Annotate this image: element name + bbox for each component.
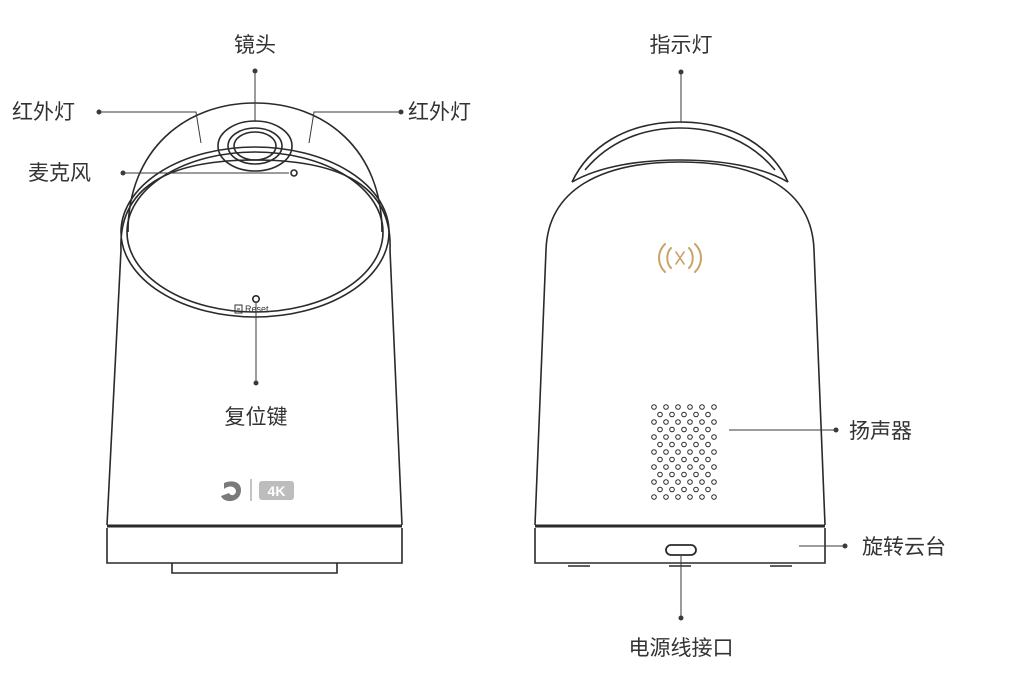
back-camera bbox=[534, 121, 826, 567]
speaker-hole bbox=[699, 404, 705, 410]
speaker-hole bbox=[651, 434, 657, 440]
speaker-hole bbox=[687, 419, 693, 425]
microphone-hole bbox=[290, 169, 298, 177]
speaker-hole bbox=[681, 486, 687, 493]
label-lens: 镜头 bbox=[234, 33, 276, 57]
front-camera: Reset 4K bbox=[106, 102, 403, 574]
speaker-hole bbox=[711, 434, 717, 440]
power-port bbox=[665, 544, 697, 556]
speaker-hole bbox=[693, 441, 699, 448]
speaker-hole bbox=[657, 441, 663, 448]
speaker-hole bbox=[687, 494, 693, 500]
label-microphone: 麦克风 bbox=[28, 161, 91, 185]
speaker-hole bbox=[651, 479, 657, 485]
speaker-hole bbox=[705, 471, 711, 478]
speaker-hole bbox=[699, 479, 705, 485]
speaker-hole bbox=[663, 494, 669, 500]
speaker-hole bbox=[705, 486, 711, 493]
badge-4k: 4K bbox=[259, 481, 294, 500]
speaker-hole bbox=[687, 479, 693, 485]
speaker-hole bbox=[675, 434, 681, 440]
speaker-hole bbox=[651, 449, 657, 455]
nfc-icon bbox=[658, 243, 702, 273]
reset-hole bbox=[252, 294, 261, 303]
speaker-hole bbox=[699, 464, 705, 470]
speaker-hole bbox=[711, 479, 717, 485]
speaker-hole bbox=[693, 426, 699, 433]
speaker-hole bbox=[657, 426, 663, 433]
speaker-hole bbox=[675, 449, 681, 455]
speaker-grille bbox=[651, 404, 717, 500]
front-leaders bbox=[96, 68, 404, 386]
speaker-hole bbox=[675, 464, 681, 470]
speaker-hole bbox=[711, 464, 717, 470]
speaker-hole bbox=[693, 456, 699, 463]
speaker-hole bbox=[669, 441, 675, 448]
speaker-hole bbox=[711, 419, 717, 425]
speaker-hole bbox=[687, 464, 693, 470]
speaker-hole bbox=[687, 449, 693, 455]
back-leaders bbox=[678, 69, 848, 621]
speaker-hole bbox=[663, 449, 669, 455]
speaker-hole bbox=[681, 426, 687, 433]
speaker-hole bbox=[651, 494, 657, 500]
speaker-hole bbox=[705, 441, 711, 448]
speaker-hole bbox=[657, 486, 663, 493]
label-power-port: 电源线接口 bbox=[629, 636, 734, 660]
label-gimbal: 旋转云台 bbox=[862, 535, 946, 559]
speaker-hole bbox=[681, 411, 687, 418]
speaker-hole bbox=[669, 456, 675, 463]
speaker-hole bbox=[687, 434, 693, 440]
reset-text: Reset bbox=[245, 304, 269, 314]
speaker-hole bbox=[699, 434, 705, 440]
speaker-hole bbox=[657, 456, 663, 463]
speaker-hole bbox=[663, 464, 669, 470]
reset-key-icon bbox=[234, 304, 243, 314]
speaker-hole bbox=[669, 426, 675, 433]
speaker-hole bbox=[693, 411, 699, 418]
speaker-hole bbox=[681, 441, 687, 448]
speaker-hole bbox=[711, 449, 717, 455]
speaker-hole bbox=[675, 479, 681, 485]
speaker-hole bbox=[657, 471, 663, 478]
speaker-hole bbox=[651, 419, 657, 425]
speaker-hole bbox=[663, 404, 669, 410]
speaker-hole bbox=[705, 411, 711, 418]
speaker-hole bbox=[699, 419, 705, 425]
speaker-hole bbox=[711, 494, 717, 500]
speaker-hole bbox=[693, 471, 699, 478]
label-speaker: 扬声器 bbox=[849, 419, 912, 443]
speaker-hole bbox=[669, 471, 675, 478]
speaker-hole bbox=[711, 404, 717, 410]
label-ir-right: 红外灯 bbox=[408, 100, 471, 124]
lens bbox=[217, 120, 293, 172]
speaker-hole bbox=[693, 486, 699, 493]
speaker-hole bbox=[675, 404, 681, 410]
label-reset-key: 复位键 bbox=[225, 405, 288, 429]
speaker-hole bbox=[663, 434, 669, 440]
speaker-hole bbox=[651, 464, 657, 470]
speaker-hole bbox=[651, 404, 657, 410]
label-indicator: 指示灯 bbox=[650, 33, 713, 57]
speaker-hole bbox=[663, 479, 669, 485]
speaker-hole bbox=[699, 449, 705, 455]
label-ir-left: 红外灯 bbox=[12, 100, 75, 124]
svg-text:4K: 4K bbox=[268, 483, 286, 499]
speaker-hole bbox=[681, 471, 687, 478]
speaker-hole bbox=[705, 456, 711, 463]
speaker-hole bbox=[669, 411, 675, 418]
speaker-hole bbox=[687, 404, 693, 410]
speaker-hole bbox=[681, 456, 687, 463]
speaker-hole bbox=[699, 494, 705, 500]
speaker-hole bbox=[669, 486, 675, 493]
speaker-hole bbox=[657, 411, 663, 418]
brand-logo-icon bbox=[221, 481, 242, 502]
speaker-hole bbox=[675, 494, 681, 500]
speaker-hole bbox=[675, 419, 681, 425]
speaker-hole bbox=[663, 419, 669, 425]
speaker-hole bbox=[705, 426, 711, 433]
